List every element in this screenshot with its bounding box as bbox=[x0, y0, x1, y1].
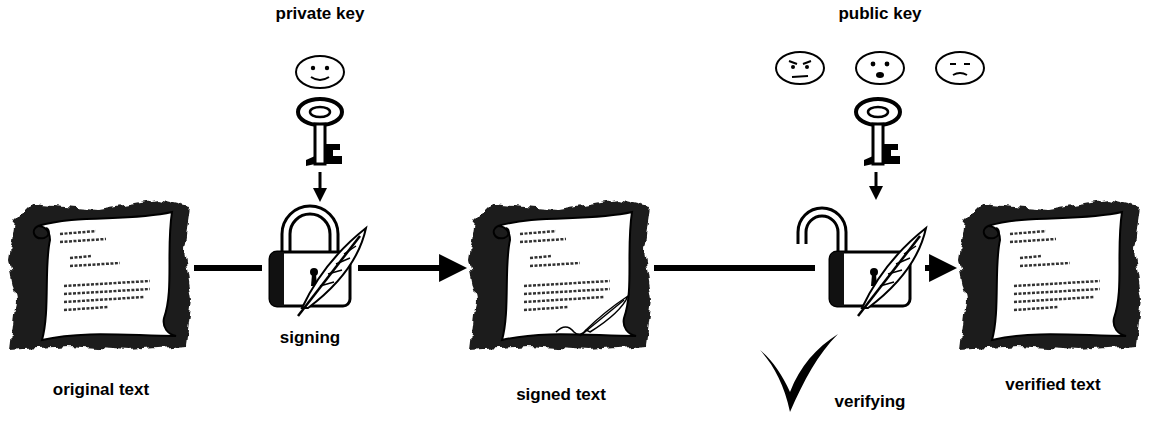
signature-stroke bbox=[556, 327, 586, 335]
node-label: public key bbox=[838, 4, 921, 24]
open-lock-icon bbox=[802, 212, 926, 316]
closed-lock-icon bbox=[270, 210, 366, 316]
face-outline bbox=[856, 52, 904, 84]
person-face bbox=[936, 52, 984, 84]
node-label: original text bbox=[53, 380, 149, 400]
face-eye bbox=[950, 63, 970, 65]
arrow-connector bbox=[319, 172, 322, 196]
arrow-connector bbox=[194, 265, 262, 271]
node-label: signing bbox=[280, 328, 340, 348]
signature-mark bbox=[556, 296, 628, 336]
lock-shackle bbox=[802, 212, 842, 254]
document-node: signed text bbox=[468, 200, 654, 405]
quill-pen bbox=[298, 228, 366, 316]
key-icon bbox=[298, 99, 342, 166]
face-mouth bbox=[876, 72, 884, 78]
person-face bbox=[296, 56, 344, 88]
face-eye bbox=[885, 62, 890, 67]
process-node: signing bbox=[262, 202, 358, 348]
person-face bbox=[856, 52, 904, 84]
document-icon bbox=[468, 200, 652, 350]
document-node: verified text bbox=[958, 200, 1148, 395]
signature-quill-shaft bbox=[580, 300, 624, 336]
face-eye bbox=[805, 65, 809, 69]
face-eye bbox=[791, 65, 795, 69]
face-eye bbox=[311, 66, 315, 70]
node-label: verified text bbox=[1005, 375, 1100, 395]
arrow-connector bbox=[654, 265, 815, 271]
person-face bbox=[776, 52, 824, 84]
face-mouth bbox=[311, 77, 329, 80]
lock-shackle bbox=[286, 210, 334, 254]
arrow-connector bbox=[358, 265, 454, 271]
lock-shackle-highlight bbox=[286, 210, 334, 254]
face-brow bbox=[789, 61, 811, 64]
quill-pen bbox=[858, 228, 926, 316]
key-node: public key bbox=[760, 4, 1000, 172]
face-outline bbox=[296, 56, 344, 88]
face-outline bbox=[776, 52, 824, 84]
node-label: verifying bbox=[835, 392, 906, 412]
lock-shackle-highlight bbox=[802, 212, 842, 254]
process-node: verifying bbox=[815, 200, 925, 412]
face-outline bbox=[936, 52, 984, 84]
face-mouth bbox=[953, 73, 967, 75]
key-node: private key bbox=[265, 4, 375, 172]
face-mouth bbox=[792, 76, 808, 77]
face-eye bbox=[871, 62, 876, 67]
check-mark bbox=[760, 334, 838, 412]
node-label: signed text bbox=[516, 385, 606, 405]
document-icon bbox=[8, 200, 192, 350]
node-label: private key bbox=[276, 4, 365, 24]
arrow-connector bbox=[925, 265, 944, 271]
key-icon bbox=[856, 99, 900, 166]
document-icon bbox=[958, 200, 1142, 350]
face-eye bbox=[325, 66, 329, 70]
arrow-connector bbox=[875, 172, 878, 194]
document-node: original text bbox=[8, 200, 194, 400]
